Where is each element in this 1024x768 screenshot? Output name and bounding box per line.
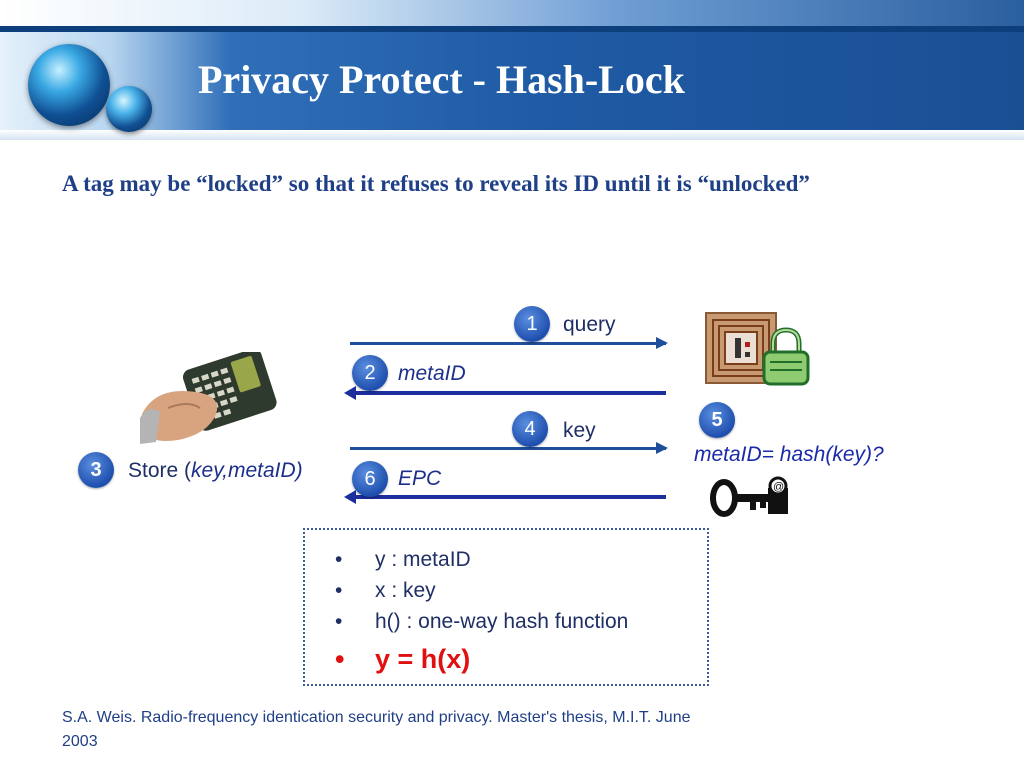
step-3-badge: 3 <box>78 452 114 488</box>
step-4-label: key <box>563 419 596 442</box>
step-2-badge: 2 <box>352 355 388 391</box>
step-5-badge: 5 <box>699 402 735 438</box>
query-arrow <box>350 337 668 349</box>
metaid-arrow <box>344 386 666 400</box>
key-icon: @ <box>710 476 788 517</box>
step-1-badge: 1 <box>514 306 550 342</box>
step-6-label: EPC <box>398 467 442 490</box>
legend-list: y : metaID x : key h() : one-way hash fu… <box>335 544 628 679</box>
store-params: key,metaID) <box>191 459 303 482</box>
legend-item-highlight: y = h(x) <box>335 639 628 679</box>
legend-item: y : metaID <box>335 544 628 575</box>
legend-item: h() : one-way hash function <box>335 606 628 637</box>
step-4-badge: 4 <box>512 411 548 447</box>
epc-arrow <box>344 490 666 504</box>
header-top-band <box>0 0 1024 26</box>
padlock-icon <box>762 327 810 386</box>
step-6-badge: 6 <box>352 461 388 497</box>
slide-header: Privacy Protect - Hash-Lock <box>0 0 1024 140</box>
store-prefix: Store ( <box>128 459 192 482</box>
rfid-reader-icon <box>138 352 290 452</box>
hash-check-label: metaID= hash(key)? <box>694 443 884 466</box>
slide-title: Privacy Protect - Hash-Lock <box>198 57 685 102</box>
slide-subtitle: A tag may be “locked” so that it refuses… <box>62 171 810 196</box>
step-2-label: metaID <box>398 362 466 385</box>
globe-small-icon <box>106 86 152 132</box>
legend-item: x : key <box>335 575 628 606</box>
store-label: Store (key,metaID) <box>128 459 303 483</box>
reference-citation: S.A. Weis. Radio-frequency identication … <box>62 709 691 750</box>
legend-box: y : metaID x : key h() : one-way hash fu… <box>303 528 709 686</box>
header-bottom-band <box>0 130 1024 140</box>
step-1-label: query <box>563 313 616 336</box>
key-arrow <box>350 442 668 454</box>
header-divider <box>0 26 1024 32</box>
globe-icon <box>28 44 110 126</box>
svg-text:@: @ <box>773 481 784 493</box>
